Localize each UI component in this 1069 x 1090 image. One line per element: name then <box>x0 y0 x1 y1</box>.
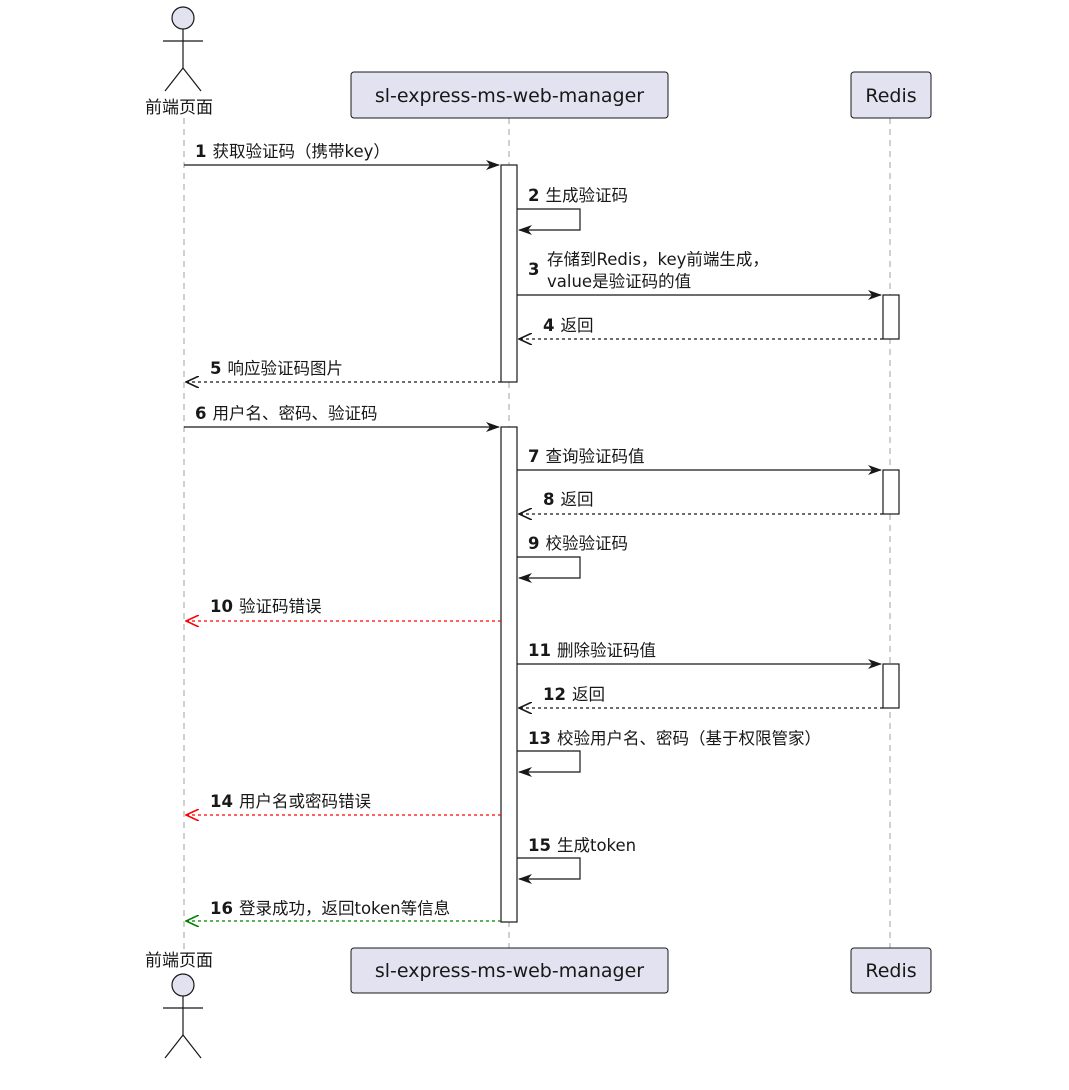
svg-text:8返回: 8 返回 <box>543 490 593 509</box>
svg-text:4返回: 4 返回 <box>543 316 593 335</box>
message-number: 6 <box>195 404 206 423</box>
message-text: 生成验证码 <box>545 186 628 205</box>
message-4: 4 返回 <box>519 316 883 339</box>
message-2: 2 生成验证码 <box>517 186 628 235</box>
message-14: 14 用户名或密码错误 <box>186 792 501 815</box>
message-text: 返回 <box>572 685 605 704</box>
message-number: 9 <box>528 534 539 553</box>
message-number: 11 <box>528 641 551 660</box>
message-text: 获取验证码（携带key） <box>212 142 389 161</box>
message-15: 15 生成token <box>517 836 636 884</box>
participant-label-redis-bottom: Redis <box>865 960 916 982</box>
actor-label-frontend-top: 前端页面 <box>145 98 213 118</box>
message-number: 8 <box>543 490 554 509</box>
message-text: 登录成功，返回token等信息 <box>239 899 450 918</box>
participant-label-manager-top: sl-express-ms-web-manager <box>375 85 644 107</box>
message-number: 1 <box>195 142 206 161</box>
message-text: 响应验证码图片 <box>227 359 343 378</box>
message-number: 7 <box>528 447 539 466</box>
message-1: 1 获取验证码（携带key） <box>184 142 500 170</box>
message-8: 8 返回 <box>519 490 883 514</box>
message-3: 3 存储到Redis，key前端生成， value是验证码的值 <box>517 250 882 300</box>
actor-frontend-bottom: 前端页面 <box>145 951 213 1059</box>
message-text: 返回 <box>560 490 593 509</box>
actor-head <box>171 973 195 997</box>
message-number: 4 <box>543 316 554 335</box>
participant-label-manager-bottom: sl-express-ms-web-manager <box>375 960 644 982</box>
activation-redis-1 <box>882 294 900 340</box>
message-6: 6 用户名、密码、验证码 <box>184 404 500 432</box>
message-text: 生成token <box>557 836 636 855</box>
message-text-line2: value是验证码的值 <box>547 272 691 291</box>
message-text: 用户名或密码错误 <box>239 792 371 811</box>
message-9: 9 校验验证码 <box>517 534 628 583</box>
participant-label-redis-top: Redis <box>865 85 916 107</box>
message-text: 校验用户名、密码（基于权限管家） <box>557 729 821 748</box>
message-number: 13 <box>528 729 551 748</box>
message-text: 验证码错误 <box>239 597 322 616</box>
activation-redis-2 <box>882 469 900 515</box>
message-text: 返回 <box>560 316 593 335</box>
message-10: 10 验证码错误 <box>186 597 501 621</box>
message-text: 存储到Redis，key前端生成， <box>547 250 769 269</box>
message-16: 16 登录成功，返回token等信息 <box>186 899 501 921</box>
message-text: 删除验证码值 <box>557 641 656 660</box>
participant-redis-top: Redis <box>850 71 932 119</box>
message-number: 12 <box>543 685 566 704</box>
message-13: 13 校验用户名、密码（基于权限管家） <box>517 729 821 777</box>
message-number: 10 <box>210 597 233 616</box>
message-text: 查询验证码值 <box>545 447 644 466</box>
message-text: 校验验证码 <box>545 534 628 553</box>
activation-redis-3 <box>882 663 900 709</box>
message-12: 12 返回 <box>519 685 883 708</box>
activation-manager-1 <box>500 164 518 383</box>
activation-manager-2 <box>500 426 518 923</box>
actor-head <box>171 6 195 30</box>
message-number: 14 <box>210 792 233 811</box>
participant-manager-bottom: sl-express-ms-web-manager <box>350 947 669 994</box>
participant-manager-top: sl-express-ms-web-manager <box>350 71 669 119</box>
actor-frontend-top: 前端页面 <box>145 6 213 118</box>
message-number: 16 <box>210 899 233 918</box>
message-11: 11 删除验证码值 <box>517 641 882 669</box>
message-number: 5 <box>210 359 221 378</box>
message-5: 5 响应验证码图片 <box>186 359 501 382</box>
message-text: 用户名、密码、验证码 <box>212 404 377 423</box>
message-7: 7 查询验证码值 <box>517 447 882 475</box>
message-number: 2 <box>528 186 539 205</box>
message-number: 15 <box>528 836 551 855</box>
participant-redis-bottom: Redis <box>850 947 932 994</box>
message-number: 3 <box>528 260 539 279</box>
actor-label-frontend-bottom: 前端页面 <box>145 951 213 971</box>
